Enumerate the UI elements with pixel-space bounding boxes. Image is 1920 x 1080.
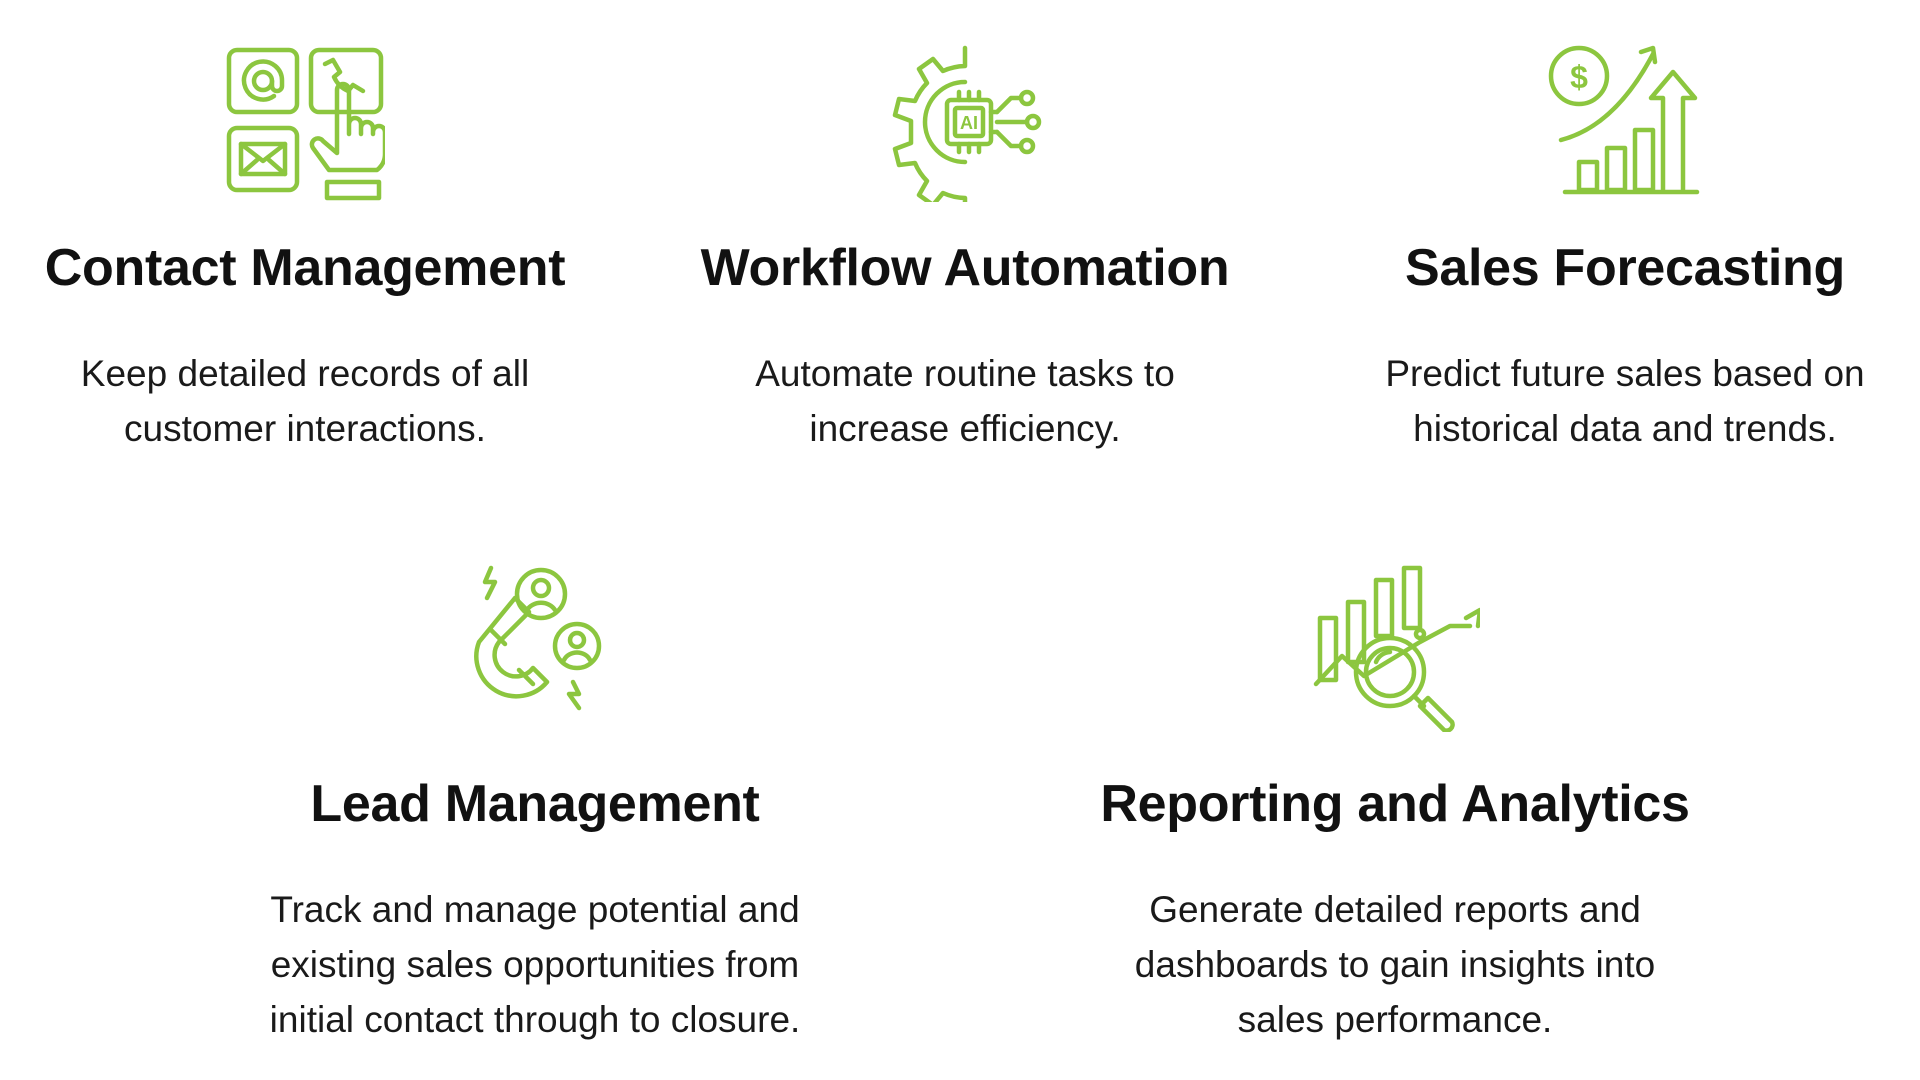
feature-title: Workflow Automation xyxy=(700,239,1230,297)
feature-description: Generate detailed reports and dashboards… xyxy=(1090,882,1700,1047)
feature-sales-forecasting: $ Sales Forecasting Predict future sales… xyxy=(1320,0,1920,480)
dollar-label: $ xyxy=(1570,59,1588,95)
description-line: Generate detailed reports and xyxy=(1149,889,1641,930)
feature-title: Reporting and Analytics xyxy=(1100,775,1690,833)
ai-label: AI xyxy=(960,113,978,133)
description-line: customer interactions. xyxy=(124,408,486,449)
feature-workflow-automation: AI Workflow Automation Automate routine … xyxy=(660,0,1270,480)
description-line: Automate routine tasks to xyxy=(755,353,1175,394)
feature-description: Predict future sales based on historical… xyxy=(1320,346,1920,456)
description-line: sales performance. xyxy=(1237,999,1553,1040)
sales-growth-icon: $ xyxy=(1545,42,1705,202)
feature-title: Lead Management xyxy=(310,775,760,833)
lead-magnet-icon xyxy=(455,562,615,722)
description-line: Track and manage potential and xyxy=(270,889,800,930)
contact-channels-icon xyxy=(225,42,385,202)
feature-lead-management: Lead Management Track and manage potenti… xyxy=(230,540,840,1060)
feature-description: Keep detailed records of all customer in… xyxy=(0,346,610,456)
feature-description: Track and manage potential and existing … xyxy=(230,882,840,1047)
ai-gear-icon: AI xyxy=(885,42,1045,202)
description-line: existing sales opportunities from xyxy=(270,944,800,985)
feature-description: Automate routine tasks to increase effic… xyxy=(660,346,1270,456)
description-line: increase efficiency. xyxy=(809,408,1121,449)
feature-reporting-analytics: Reporting and Analytics Generate detaile… xyxy=(1090,540,1700,1060)
description-line: Predict future sales based on xyxy=(1385,353,1865,394)
feature-contact-management: Contact Management Keep detailed records… xyxy=(0,0,610,480)
description-line: historical data and trends. xyxy=(1413,408,1837,449)
feature-title: Contact Management xyxy=(44,239,566,297)
analytics-magnifier-icon xyxy=(1310,562,1480,732)
feature-title: Sales Forecasting xyxy=(1405,239,1845,297)
description-line: Keep detailed records of all xyxy=(80,353,530,394)
description-line: initial contact through to closure. xyxy=(269,999,801,1040)
description-line: dashboards to gain insights into xyxy=(1134,944,1656,985)
